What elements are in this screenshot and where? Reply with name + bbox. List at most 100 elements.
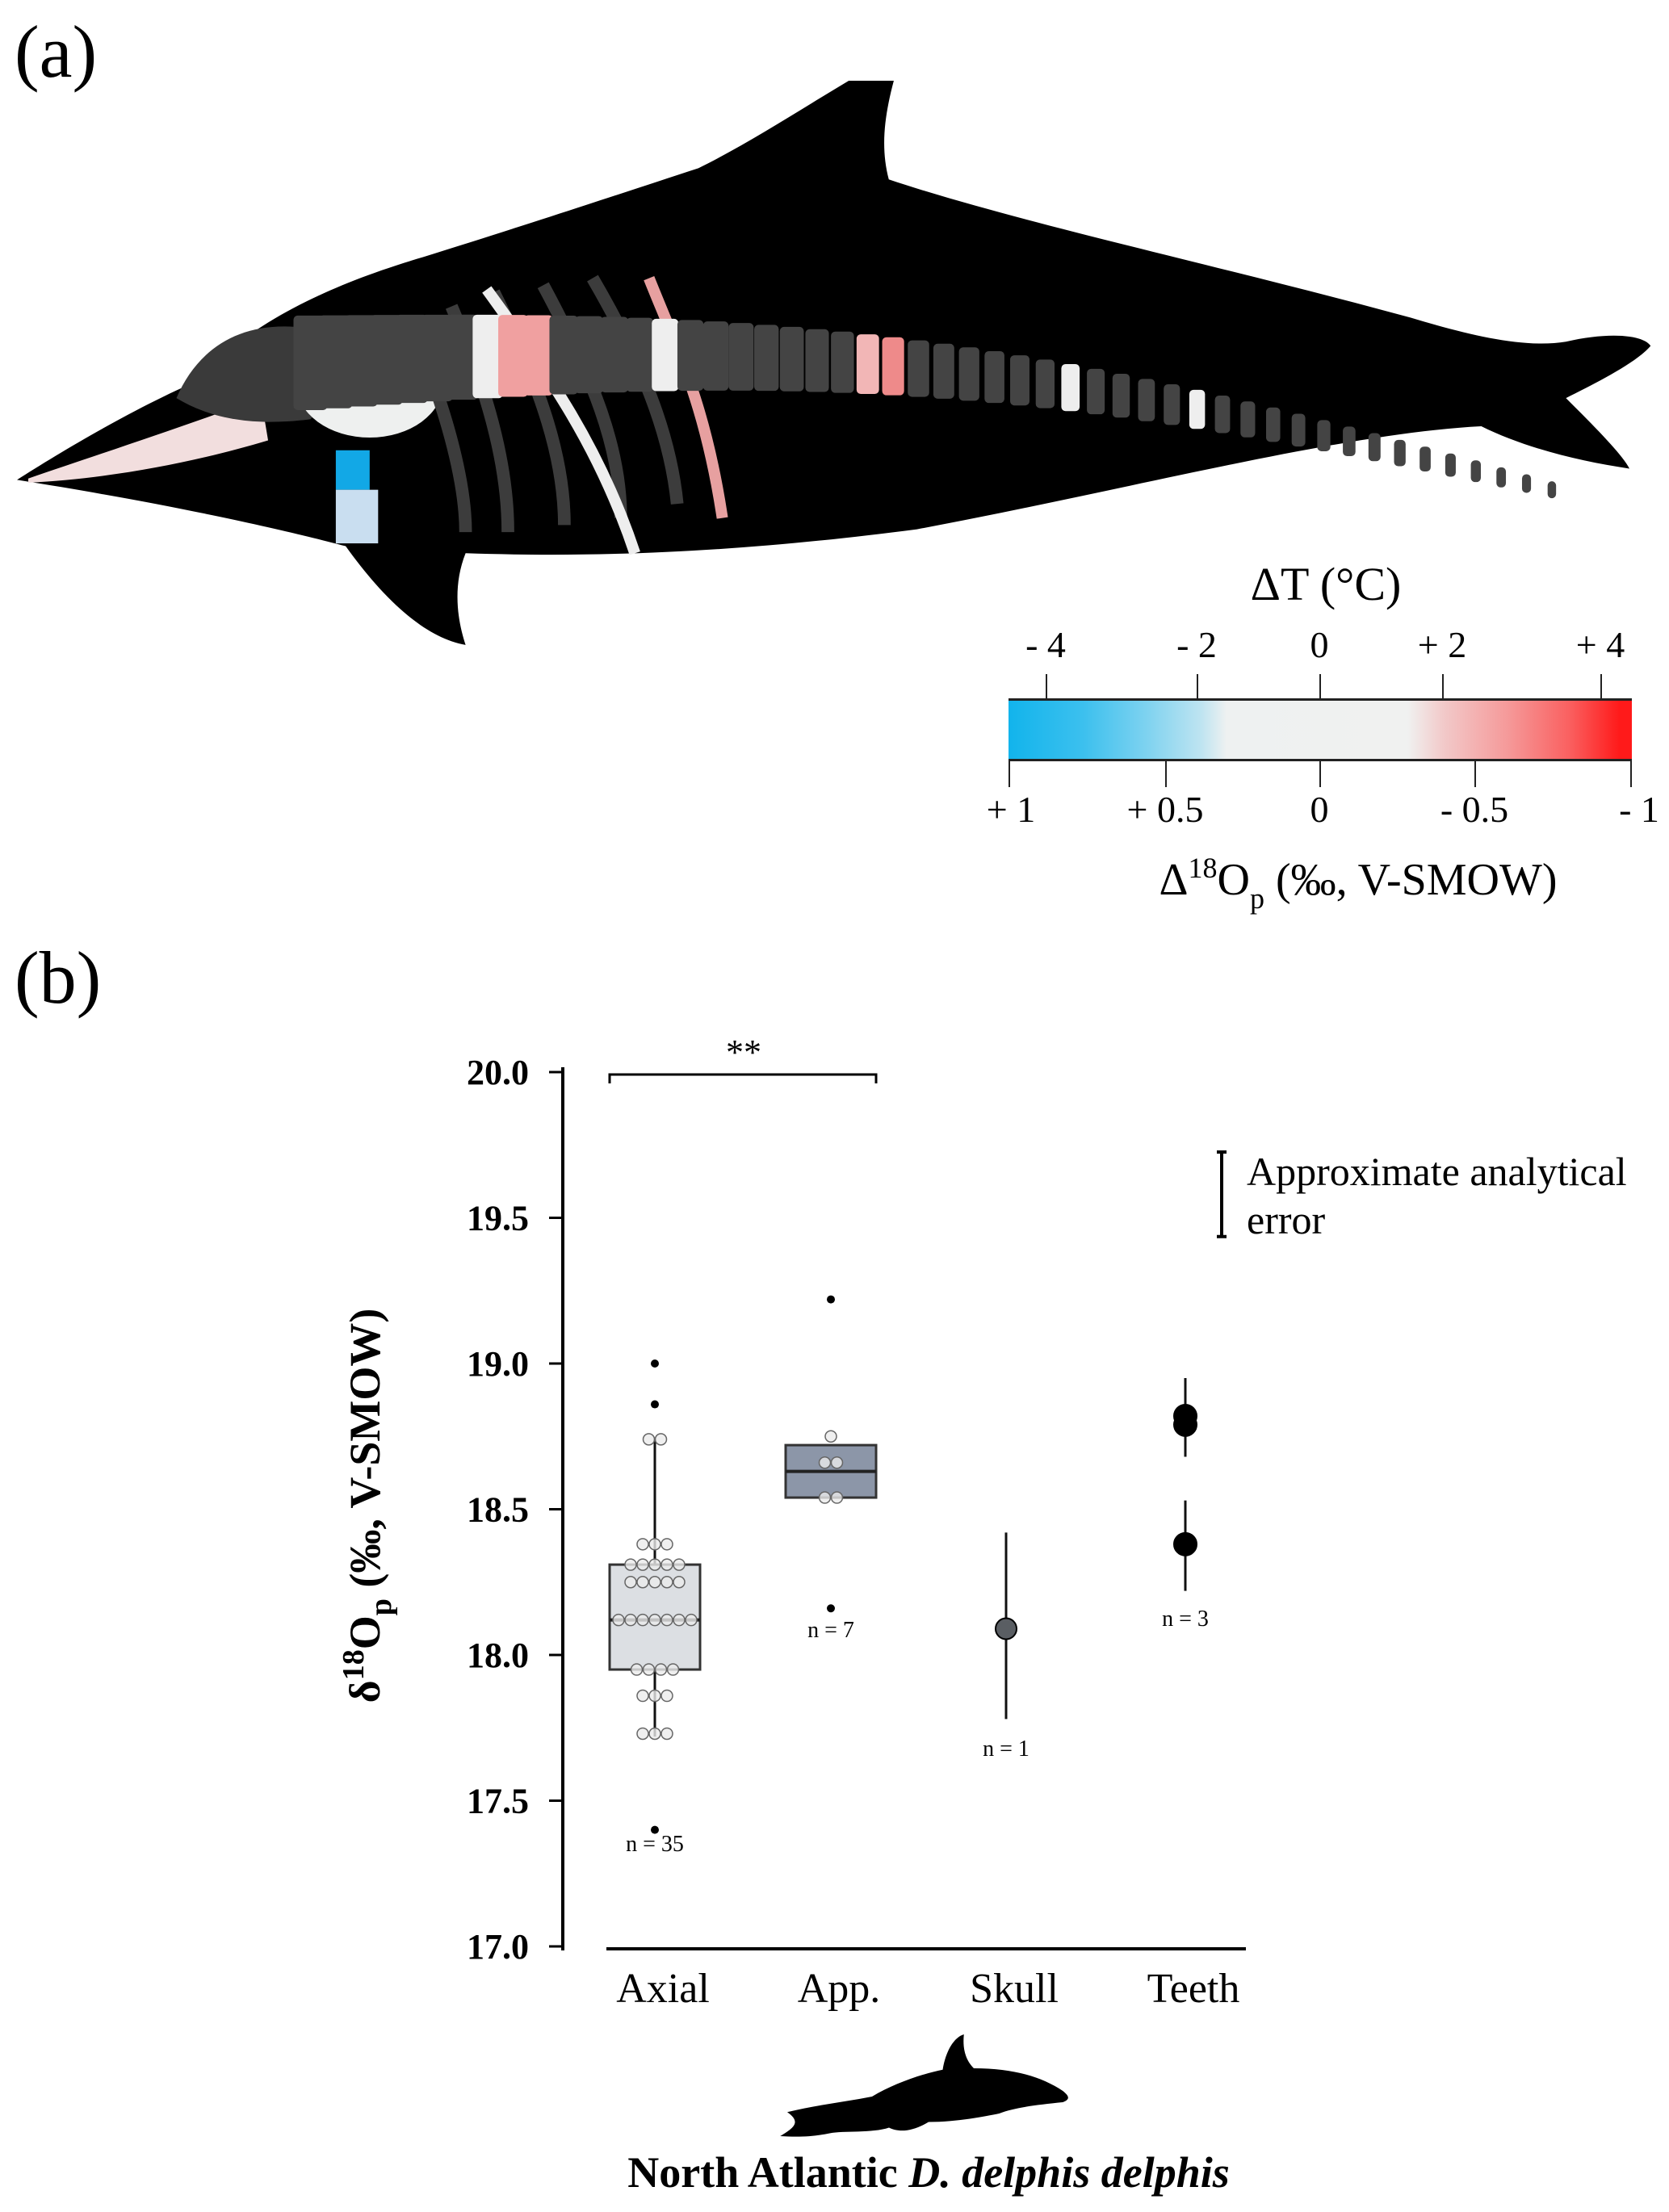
colorbar-top-tick [1319, 674, 1321, 698]
vertebra [1240, 401, 1256, 438]
analytical-error-bar-icon [1217, 1150, 1227, 1238]
outlier-point [651, 1400, 659, 1409]
caption-prefix: North Atlantic [627, 2148, 909, 2197]
dolphin-skeleton-illustration [17, 81, 1651, 645]
colorbar-top-tick-label: 0 [1310, 624, 1329, 665]
ylabel-delta: δ [341, 1680, 389, 1703]
vertebra [344, 315, 378, 407]
vertebra [779, 326, 804, 392]
data-point [624, 1613, 637, 1627]
vertebra [702, 321, 729, 391]
vertebra [652, 318, 679, 392]
skull [176, 326, 326, 422]
data-point [648, 1558, 661, 1571]
data-point [660, 1576, 673, 1589]
data-point [624, 1576, 637, 1589]
vertebra [1265, 407, 1281, 442]
data-point [824, 1430, 837, 1443]
group-teeth: n = 3 [1162, 1378, 1209, 1632]
vertebra [600, 316, 629, 393]
colorbar-top-tick-label: - 4 [1025, 624, 1066, 665]
ylabel-superscript: 18 [337, 1649, 371, 1680]
data-point [648, 1689, 661, 1703]
significance-label: ** [726, 1033, 761, 1072]
data-point [654, 1663, 668, 1676]
data-point [648, 1576, 661, 1589]
radius-ulna [335, 489, 379, 544]
vertebra [498, 315, 528, 397]
vertebra [754, 325, 779, 392]
xlabel-rest: (‰, V-SMOW) [1264, 855, 1558, 905]
rostrum-bone [28, 398, 269, 483]
vertebra [882, 337, 904, 396]
vertebra [319, 315, 353, 408]
data-point [818, 1491, 832, 1504]
panel-b-caption: North Atlantic D. delphis delphis [627, 2147, 1230, 2197]
vertebra [293, 315, 328, 410]
group-axial: n = 35 [608, 1359, 702, 1857]
y-tick-label: 19.0 [467, 1344, 529, 1384]
vertebra [856, 334, 879, 394]
vertebra [1419, 446, 1431, 471]
colorbar-bottom-tick [1009, 761, 1010, 787]
xlabel-delta: Δ [1159, 855, 1189, 905]
vertebra [1087, 368, 1105, 415]
panel-a-label: (a) [15, 10, 98, 93]
vertebra [1521, 474, 1532, 493]
legend: Approximate analytical error [1217, 1149, 1627, 1242]
ylabel-subscript: p [364, 1598, 398, 1615]
y-axis-label: δ18Op (‰, V-SMOW) [337, 1309, 398, 1703]
data-point [612, 1613, 625, 1627]
outlier-point [827, 1604, 835, 1613]
caption-species: D. delphis delphis [908, 2148, 1230, 2197]
vertebra [933, 343, 954, 399]
data-point [660, 1538, 673, 1551]
colorbar-top-tick-label: - 2 [1176, 624, 1217, 665]
colorbar-top-tick [1600, 674, 1602, 698]
data-point [654, 1433, 668, 1446]
data-point [673, 1576, 686, 1589]
y-ticks: 17.017.518.018.519.019.520.0 [467, 1053, 563, 1967]
outlier-point [827, 1295, 835, 1304]
outlier-point [651, 1825, 659, 1834]
y-tick-label: 18.0 [467, 1636, 529, 1675]
colorbar-bottom-tick-label: 0 [1310, 789, 1329, 830]
vertebra [677, 320, 704, 392]
vertebra [447, 314, 478, 400]
colorbar-bottom-tick-label: - 0.5 [1440, 789, 1509, 830]
ylabel-rest: (‰, V-SMOW) [341, 1309, 389, 1598]
data-point [830, 1491, 844, 1504]
xlabel-main: O [1217, 855, 1250, 905]
y-tick-label: 17.0 [467, 1927, 529, 1967]
data-point [1173, 1531, 1197, 1556]
data-point [660, 1727, 673, 1741]
data-point [642, 1663, 656, 1676]
vertebra [1547, 481, 1557, 499]
data-point [636, 1558, 649, 1571]
vertebra [984, 351, 1004, 404]
x-category-label: App. [798, 1966, 881, 2012]
vertebra [549, 315, 578, 395]
vertebra [1496, 467, 1507, 488]
data-point [636, 1538, 649, 1551]
colorbar-title: ΔT (°C) [1250, 558, 1402, 610]
n-label: n = 7 [807, 1618, 854, 1643]
vertebra [472, 314, 503, 399]
n-label: n = 35 [626, 1832, 684, 1857]
vertebra [1164, 384, 1180, 425]
ylabel-main: O [341, 1615, 389, 1649]
data-point [818, 1456, 832, 1469]
colorbar-xlabel: Δ18Op (‰, V-SMOW) [1159, 852, 1558, 915]
colorbar-bottom-tick [1630, 761, 1632, 787]
humerus-blue [335, 450, 370, 490]
data-point [995, 1617, 1017, 1640]
dolphin-silhouette-icon [780, 2034, 1068, 2137]
data-point [660, 1558, 673, 1571]
colorbar-bottom-tick [1319, 761, 1321, 787]
colorbar-bottom-tick-label: + 1 [986, 789, 1036, 830]
y-tick-label: 18.5 [467, 1490, 529, 1530]
legend-line-2: error [1247, 1197, 1325, 1242]
data-point [636, 1727, 649, 1741]
